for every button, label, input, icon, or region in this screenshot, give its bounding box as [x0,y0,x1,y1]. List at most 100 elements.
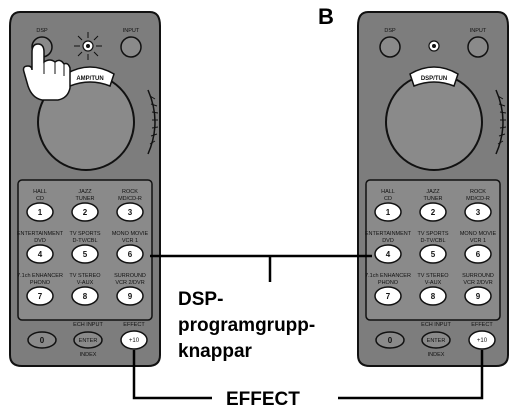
effect-left-leader-line [132,350,212,400]
input-label-left: INPUT [123,28,140,34]
key-button[interactable] [71,202,99,222]
key-top-label: TV STEREO [69,273,101,279]
key-button[interactable] [116,286,144,306]
key-button[interactable] [464,286,492,306]
key-number: 1 [38,208,43,217]
key-button[interactable] [374,202,402,222]
key-number: 4 [386,250,391,259]
enter-button-right[interactable]: ENTER [421,331,451,349]
dsp-label-left: DSP [36,28,48,34]
input-button-left[interactable] [120,36,142,58]
input-button-right[interactable] [467,36,489,58]
key-button[interactable] [464,244,492,264]
key-button[interactable] [116,202,144,222]
enter-button-left[interactable]: ENTER [73,331,103,349]
key-top-label: JAZZ [78,189,92,195]
key-number: 2 [431,208,436,217]
key-button[interactable] [419,244,447,264]
key-number: 9 [476,292,481,301]
figure-letter: B [318,4,334,29]
amp-tun-button[interactable]: AMP/TUN [65,66,115,87]
svg-text:0: 0 [40,336,45,345]
svg-text:0: 0 [388,336,393,345]
key-source-label: PHONO [378,280,399,286]
key-source-label: VCR 1 [470,238,486,244]
dsp-group-callout-line-1: DSP- [178,289,223,310]
key-top-label: MONO MOVIE [112,231,149,237]
key-number: 1 [386,208,391,217]
key-top-label: SURROUND [462,273,494,279]
zero-button-right[interactable]: 0 [375,331,405,349]
effect-right-leader-line [338,350,484,400]
key-top-label: 7.1ch ENHANCER [17,273,63,279]
svg-text:+10: +10 [129,338,140,344]
key-top-label: HALL [381,189,395,195]
jog-dial-right[interactable] [385,73,483,171]
key-number: 3 [476,208,481,217]
dsp-tun-button[interactable]: DSP/TUN [409,66,459,87]
index-label-right: INDEX [428,352,445,358]
input-label-right: INPUT [470,28,487,34]
key-number: 6 [476,250,481,259]
effect-callout: EFFECT [226,389,300,410]
ech-input-label-right: ECH INPUT [421,322,451,328]
key-button[interactable] [116,244,144,264]
key-top-label: ROCK [470,189,486,195]
pointing-hand-icon [22,43,71,101]
key-top-label: TV SPORTS [417,231,448,237]
key-button[interactable] [374,244,402,264]
remote-right: DSP INPUT DSP/TUN HALLCD1JAZZTUNER2ROCKM… [357,11,509,367]
key-button[interactable] [26,202,54,222]
indicator-light-right [428,40,440,52]
key-top-label: MONO MOVIE [460,231,497,237]
key-button[interactable] [26,244,54,264]
effect-plus10-button-left[interactable]: +10 [120,330,148,350]
key-number: 2 [83,208,88,217]
dsp-button-right[interactable] [379,36,401,58]
key-button[interactable] [419,202,447,222]
zero-button-left[interactable]: 0 [27,331,57,349]
key-top-label: TV STEREO [417,273,449,279]
svg-text:ENTER: ENTER [427,338,446,344]
key-source-label: VCR 1 [122,238,138,244]
key-button[interactable] [71,286,99,306]
key-button[interactable] [26,286,54,306]
key-number: 7 [38,292,43,301]
key-source-label: TUNER [76,196,95,202]
key-top-label: TV SPORTS [69,231,100,237]
key-source-label: D-TV/CBL [420,238,445,244]
effect-plus10-button-right[interactable]: +10 [468,330,496,350]
key-number: 5 [431,250,436,259]
effect-small-label-left: EFFECT [123,322,145,328]
key-button[interactable] [464,202,492,222]
key-button[interactable] [419,286,447,306]
svg-text:DSP/TUN: DSP/TUN [421,76,447,82]
key-number: 5 [83,250,88,259]
key-source-label: D-TV/CBL [72,238,97,244]
key-number: 9 [128,292,133,301]
key-button[interactable] [71,244,99,264]
side-scroll-ticks-right [497,95,507,145]
key-button[interactable] [374,286,402,306]
key-top-label: ENTERTAINMENT [17,231,64,237]
key-source-label: TUNER [424,196,443,202]
